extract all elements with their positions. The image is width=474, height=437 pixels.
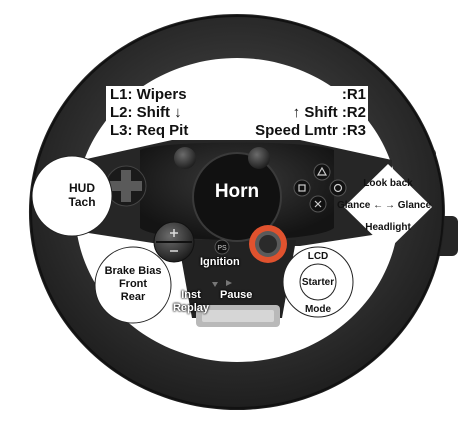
center-hub bbox=[140, 142, 334, 242]
headlight-label: Headlight bbox=[365, 222, 411, 233]
inst-label: Inst bbox=[181, 289, 201, 301]
look-back-label: Look back bbox=[363, 178, 413, 189]
plus-minus-rocker[interactable] bbox=[153, 221, 195, 263]
red-dial-icon[interactable] bbox=[249, 225, 287, 263]
l3-label: L3: Req Pit bbox=[110, 122, 189, 139]
replay-label: Replay bbox=[172, 302, 210, 314]
r3-label: Speed Lmtr :R3 bbox=[255, 122, 366, 139]
r1-label: :R1 bbox=[341, 86, 366, 103]
top-labels-panel bbox=[106, 86, 368, 140]
square-icon[interactable] bbox=[293, 179, 311, 197]
brake-bias-front: Front bbox=[118, 278, 148, 290]
brake-bias-badge bbox=[94, 246, 172, 324]
starter-label[interactable]: Starter bbox=[301, 277, 335, 288]
mode-label: Mode bbox=[304, 304, 332, 315]
ps-button-icon[interactable]: PS bbox=[214, 239, 230, 255]
pause-label: Pause bbox=[220, 289, 253, 301]
hud-tach-badge bbox=[31, 155, 113, 237]
glance-left-label: Glance ← bbox=[337, 200, 384, 211]
brake-bias-title: Brake Bias bbox=[104, 265, 162, 277]
hud-tach-label: HUD Tach bbox=[52, 181, 112, 209]
plus-icon[interactable] bbox=[170, 229, 178, 237]
lcd-label: LCD bbox=[307, 251, 329, 262]
face-buttons bbox=[293, 163, 347, 213]
svg-text:PS: PS bbox=[217, 245, 227, 252]
l2-label: L2: Shift ↓ bbox=[110, 104, 182, 121]
lcd-dial-badge bbox=[282, 246, 354, 318]
r2-label: ↑ Shift :R2 bbox=[292, 104, 366, 121]
brake-bias-rear: Rear bbox=[120, 291, 146, 303]
hud-label: HUD bbox=[69, 181, 95, 195]
tach-label: Tach bbox=[68, 195, 96, 209]
horn-label[interactable]: Horn bbox=[214, 181, 260, 202]
inst-replay-label: Inst Replay bbox=[166, 289, 216, 315]
l1-label: L1: Wipers bbox=[110, 86, 187, 103]
circle-icon[interactable] bbox=[329, 179, 347, 197]
triangle-icon[interactable] bbox=[313, 163, 331, 181]
look-controls-badge bbox=[344, 164, 432, 250]
wheel-rim bbox=[28, 14, 445, 410]
ignition-label: Ignition bbox=[200, 256, 240, 268]
brake-bias-label: Brake Bias Front Rear bbox=[95, 265, 171, 304]
cross-icon[interactable] bbox=[309, 195, 327, 213]
glance-right-label: → Glance bbox=[385, 200, 432, 211]
